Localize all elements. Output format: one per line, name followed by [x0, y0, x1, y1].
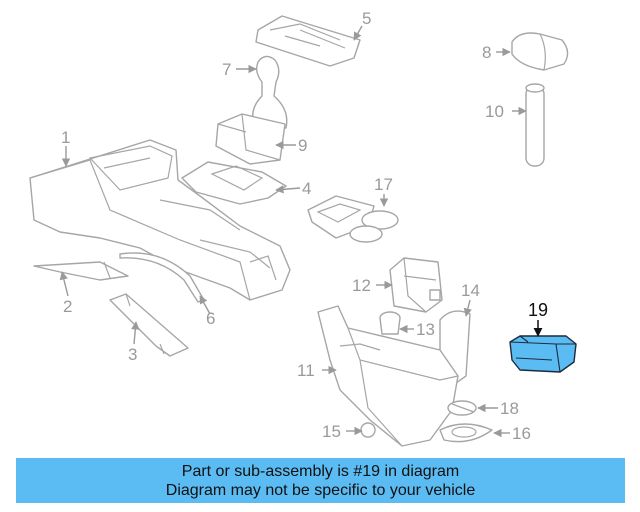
callout-13: 13 — [416, 320, 435, 339]
info-banner: Part or sub-assembly is #19 in diagram D… — [16, 458, 625, 503]
callout-3: 3 — [128, 345, 137, 364]
part-5-shift-plate — [255, 15, 361, 67]
callout-15: 15 — [322, 422, 341, 441]
callout-17: 17 — [374, 175, 393, 194]
part-19-highlighted[interactable] — [509, 335, 577, 373]
callout-12: 12 — [352, 276, 371, 295]
callout-9: 9 — [298, 136, 307, 155]
callout-4: 4 — [302, 179, 311, 198]
banner-line-1: Part or sub-assembly is #19 in diagram — [181, 462, 460, 480]
part-12-bracket — [389, 257, 443, 313]
callout-2: 2 — [63, 297, 72, 316]
leader-lines — [59, 25, 543, 438]
callout-6: 6 — [206, 309, 215, 328]
part-10-rod — [525, 83, 545, 167]
callout-19[interactable]: 19 — [528, 300, 548, 320]
callout-16: 16 — [512, 424, 531, 443]
callout-14: 14 — [461, 281, 480, 300]
part-11-rear-console — [317, 305, 459, 447]
part-15-plug — [360, 422, 376, 438]
part-13-grommet — [379, 311, 401, 335]
part-18-clip — [447, 400, 477, 416]
callout-18: 18 — [500, 399, 519, 418]
part-7-shift-boot — [252, 55, 288, 129]
part-3-bracket — [109, 293, 189, 357]
part-17-cup-holder — [307, 195, 399, 243]
part-9-boot-base — [215, 113, 286, 165]
callout-5: 5 — [362, 9, 371, 28]
callout-11: 11 — [297, 361, 315, 380]
callout-8: 8 — [482, 43, 491, 62]
part-6-trim-strip — [119, 252, 205, 303]
parts-diagram: 1 2 3 4 5 6 7 8 9 10 11 12 13 14 15 16 1… — [29, 9, 577, 447]
callout-7: 7 — [222, 60, 231, 79]
part-16-cup-ring — [439, 423, 493, 443]
banner-line-2: Diagram may not be specific to your vehi… — [165, 481, 476, 499]
part-8-knob — [511, 32, 569, 71]
part-1-center-console — [29, 139, 291, 301]
callout-1: 1 — [61, 128, 70, 147]
callout-10: 10 — [485, 102, 504, 121]
part-2-bracket — [33, 261, 129, 281]
